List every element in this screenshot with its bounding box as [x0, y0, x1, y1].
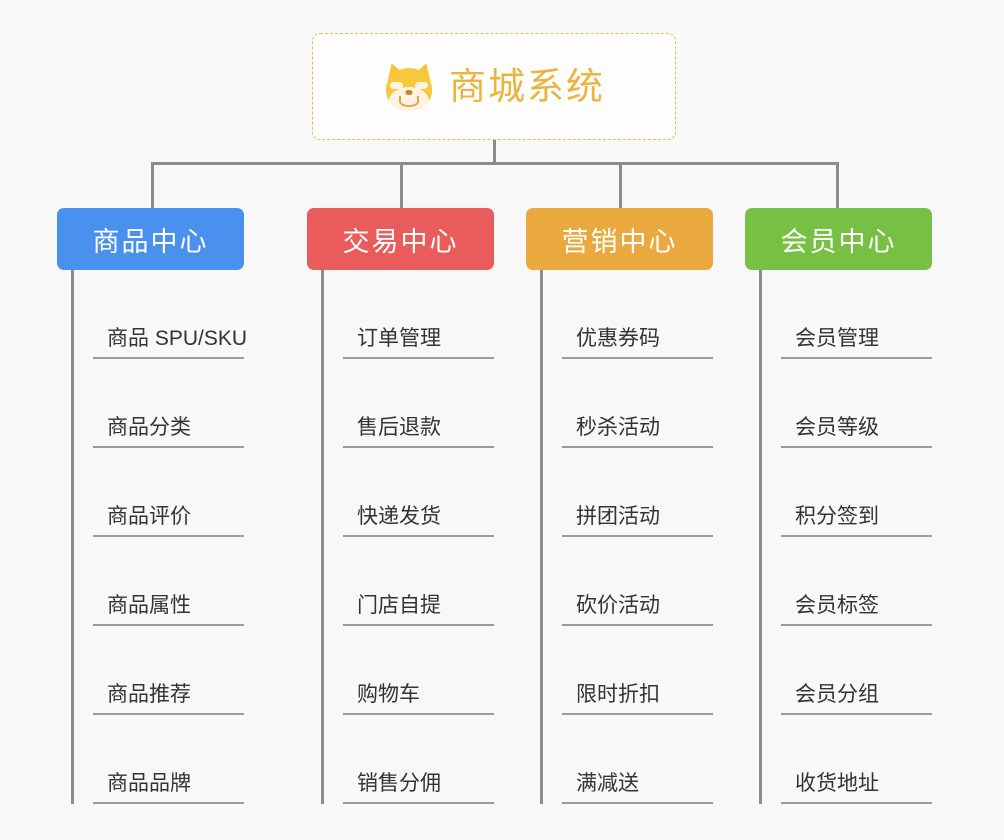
leaf-item[interactable]: 限时折扣	[562, 626, 713, 715]
leaf-label: 会员等级	[795, 416, 879, 439]
leaf-item[interactable]: 订单管理	[343, 270, 494, 359]
leaf-label: 快递发货	[357, 505, 441, 528]
leaf-item[interactable]: 会员标签	[781, 537, 932, 626]
leaf-item[interactable]: 会员分组	[781, 626, 932, 715]
connector-drop-2	[400, 162, 403, 209]
leaf-item[interactable]: 积分签到	[781, 448, 932, 537]
branch-body-3: 优惠券码 秒杀活动 拼团活动 砍价活动 限时折扣 满减送	[540, 270, 713, 804]
leaf-item[interactable]: 销售分佣	[343, 715, 494, 804]
root-title: 商城系统	[449, 66, 605, 107]
leaf-item[interactable]: 收货地址	[781, 715, 932, 804]
leaf-item[interactable]: 快递发货	[343, 448, 494, 537]
category-card-4[interactable]: 会员中心	[745, 208, 932, 270]
leaf-label: 门店自提	[357, 594, 441, 617]
leaf-item[interactable]: 秒杀活动	[562, 359, 713, 448]
leaf-label: 商品分类	[107, 416, 191, 439]
branch-column-4: 会员中心 会员管理 会员等级 积分签到 会员标签 会员分组 收货地址	[745, 208, 932, 804]
leaf-item[interactable]: 优惠券码	[562, 270, 713, 359]
leaf-item[interactable]: 商品分类	[93, 359, 244, 448]
leaf-label: 购物车	[357, 683, 420, 706]
leaf-item[interactable]: 商品品牌	[93, 715, 244, 804]
leaf-label: 商品 SPU/SKU	[107, 327, 248, 350]
branch-column-1: 商品中心 商品 SPU/SKU 商品分类 商品评价 商品属性 商品推荐 商品品牌	[57, 208, 247, 804]
leaf-item[interactable]: 商品属性	[93, 537, 244, 626]
leaf-item[interactable]: 商品 SPU/SKU	[93, 270, 247, 359]
branch-body-1: 商品 SPU/SKU 商品分类 商品评价 商品属性 商品推荐 商品品牌	[71, 270, 247, 804]
leaf-item[interactable]: 门店自提	[343, 537, 494, 626]
leaf-label: 商品属性	[107, 594, 191, 617]
dog-nose-icon	[405, 89, 413, 95]
category-card-1[interactable]: 商品中心	[57, 208, 244, 270]
root-node-shop-system[interactable]: 商城系统	[312, 33, 676, 140]
leaf-label: 会员分组	[795, 683, 879, 706]
connector-horizontal-bus	[151, 162, 838, 165]
leaf-label: 销售分佣	[357, 772, 441, 795]
leaf-label: 拼团活动	[576, 505, 660, 528]
category-title-2: 交易中心	[342, 226, 459, 257]
leaf-label: 砍价活动	[576, 594, 660, 617]
leaf-label: 商品评价	[107, 505, 191, 528]
category-title-3: 营销中心	[561, 226, 678, 257]
branch-body-2: 订单管理 售后退款 快递发货 门店自提 购物车 销售分佣	[321, 270, 494, 804]
category-title-1: 商品中心	[92, 226, 209, 257]
leaf-label: 积分签到	[795, 505, 879, 528]
leaf-label: 订单管理	[357, 327, 441, 350]
dog-mouth-icon	[399, 95, 419, 107]
branch-column-3: 营销中心 优惠券码 秒杀活动 拼团活动 砍价活动 限时折扣 满减送	[526, 208, 713, 804]
leaf-item[interactable]: 会员管理	[781, 270, 932, 359]
leaf-label: 满减送	[576, 772, 639, 795]
branch-column-2: 交易中心 订单管理 售后退款 快递发货 门店自提 购物车 销售分佣	[307, 208, 494, 804]
leaf-item[interactable]: 售后退款	[343, 359, 494, 448]
leaf-label: 会员标签	[795, 594, 879, 617]
leaf-label: 优惠券码	[576, 327, 660, 350]
category-card-2[interactable]: 交易中心	[307, 208, 494, 270]
connector-drop-4	[836, 162, 839, 209]
leaf-label: 商品推荐	[107, 683, 191, 706]
leaf-item[interactable]: 砍价活动	[562, 537, 713, 626]
leaf-label: 秒杀活动	[576, 416, 660, 439]
shiba-dog-face-icon	[383, 60, 435, 112]
leaf-label: 商品品牌	[107, 772, 191, 795]
leaf-item[interactable]: 会员等级	[781, 359, 932, 448]
leaf-label: 收货地址	[795, 772, 879, 795]
category-card-3[interactable]: 营销中心	[526, 208, 713, 270]
leaf-item[interactable]: 商品推荐	[93, 626, 244, 715]
dog-eye-left-icon	[390, 81, 403, 89]
leaf-label: 会员管理	[795, 327, 879, 350]
leaf-item[interactable]: 商品评价	[93, 448, 244, 537]
leaf-label: 售后退款	[357, 416, 441, 439]
leaf-item[interactable]: 拼团活动	[562, 448, 713, 537]
category-title-4: 会员中心	[780, 226, 897, 257]
branch-body-4: 会员管理 会员等级 积分签到 会员标签 会员分组 收货地址	[759, 270, 932, 804]
leaf-item[interactable]: 满减送	[562, 715, 713, 804]
dog-eye-right-icon	[415, 81, 428, 89]
connector-drop-1	[151, 162, 154, 209]
connector-root-stem	[493, 140, 496, 164]
leaf-label: 限时折扣	[576, 683, 660, 706]
leaf-item[interactable]: 购物车	[343, 626, 494, 715]
dog-head-icon	[386, 67, 432, 111]
connector-drop-3	[619, 162, 622, 209]
